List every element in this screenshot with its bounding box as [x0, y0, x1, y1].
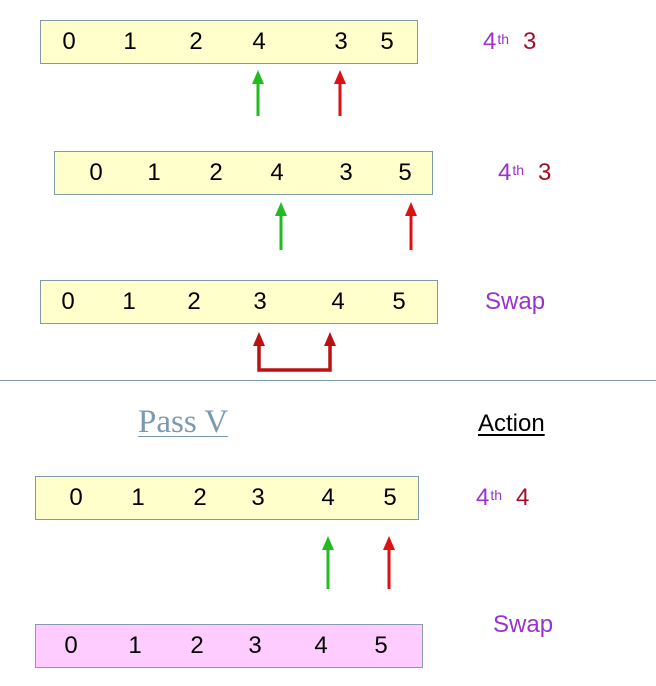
row-2-note: 4th 3 — [498, 158, 551, 188]
green-up-arrow — [322, 536, 334, 589]
array-cell: 2 — [209, 159, 223, 186]
array-cell: 3 — [253, 288, 267, 315]
row-3-action: Swap — [485, 288, 546, 315]
green-up-arrow — [252, 70, 264, 116]
array-cell: 4 — [331, 288, 345, 315]
array-cell: 4 — [314, 632, 328, 659]
ordinal-label: 4th — [483, 28, 510, 55]
array-row-1: 0 1 2 4 3 5 — [40, 20, 418, 64]
array-cell: 3 — [334, 28, 348, 55]
array-cell: 4 — [321, 484, 335, 511]
array-row-3: 0 1 2 3 4 5 — [40, 280, 438, 324]
row-1-note: 4th 3 — [483, 27, 536, 57]
red-up-arrow — [334, 70, 346, 116]
array-cell: 0 — [64, 632, 78, 659]
array-cell: 5 — [398, 159, 412, 186]
array-cell: 3 — [251, 484, 265, 511]
ordinal-label: 4th — [498, 159, 525, 186]
array-cell: 5 — [392, 288, 406, 315]
array-cell: 5 — [380, 28, 394, 55]
array-cell: 1 — [123, 28, 137, 55]
array-cell: 5 — [374, 632, 388, 659]
array-cell: 0 — [61, 288, 75, 315]
section-divider — [0, 380, 656, 381]
action-header: Action — [478, 410, 545, 437]
array-cell: 2 — [187, 288, 201, 315]
row-5-action: Swap — [493, 611, 554, 638]
array-row-5: 0 1 2 3 4 5 — [35, 624, 423, 668]
array-cell: 2 — [190, 632, 204, 659]
array-cell: 3 — [248, 632, 262, 659]
ordinal-label: 4th — [476, 484, 503, 511]
array-cell: 0 — [69, 484, 83, 511]
array-row-4: 0 1 2 3 4 5 — [35, 476, 419, 520]
array-cell: 2 — [193, 484, 207, 511]
green-up-arrow — [275, 202, 287, 250]
red-up-arrow — [405, 202, 417, 250]
row-4-note: 4th 4 — [476, 483, 529, 513]
pass-title: Pass V — [138, 404, 229, 440]
array-cell: 1 — [122, 288, 136, 315]
red-up-arrow — [383, 536, 395, 589]
swap-connector-arrow — [253, 332, 336, 372]
array-cell: 1 — [131, 484, 145, 511]
array-row-2: 0 1 2 4 3 5 — [54, 151, 433, 195]
array-cell: 1 — [128, 632, 142, 659]
array-cell: 0 — [62, 28, 76, 55]
array-cell: 1 — [147, 159, 161, 186]
min-value: 3 — [523, 28, 537, 55]
array-cell: 5 — [383, 484, 397, 511]
array-cell: 0 — [89, 159, 103, 186]
min-value: 3 — [538, 159, 552, 186]
array-cell: 3 — [339, 159, 353, 186]
array-cell: 2 — [189, 28, 203, 55]
array-cell: 4 — [270, 159, 284, 186]
min-value: 4 — [516, 484, 530, 511]
array-cell: 4 — [252, 28, 266, 55]
